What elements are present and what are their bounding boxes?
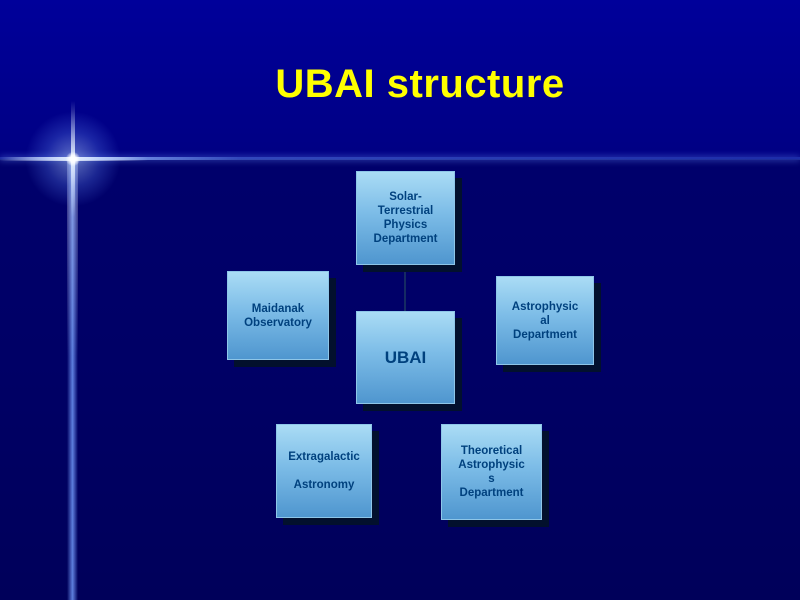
- vertical-light-stripe: [67, 158, 78, 600]
- node-label: Theoretical Astrophysics Department: [458, 445, 525, 499]
- node-astrophysical-department: Astrophysical Department: [496, 276, 594, 365]
- node-label: UBAI: [384, 347, 427, 367]
- node-theoretical-astrophysics-department: Theoretical Astrophysics Department: [441, 424, 542, 520]
- lens-flare-core: [66, 152, 80, 166]
- node-ubai-center: UBAI: [356, 311, 455, 404]
- node-label: Solar-Terrestrial Physics Department: [373, 191, 438, 245]
- node-solar-terrestrial-physics-department: Solar-Terrestrial Physics Department: [356, 171, 455, 265]
- node-extragalactic-astronomy: Extragalactic Astronomy: [276, 424, 372, 518]
- node-maidanak-observatory: Maidanak Observatory: [227, 271, 329, 360]
- node-label: Extragalactic Astronomy: [288, 451, 360, 491]
- horizontal-light-line: [0, 157, 800, 160]
- connector-line: [404, 264, 406, 312]
- node-label: Maidanak Observatory: [244, 302, 312, 329]
- slide-title: UBAI structure: [275, 62, 565, 106]
- background-top-band: [0, 0, 800, 159]
- node-label: Astrophysical Department: [511, 300, 579, 341]
